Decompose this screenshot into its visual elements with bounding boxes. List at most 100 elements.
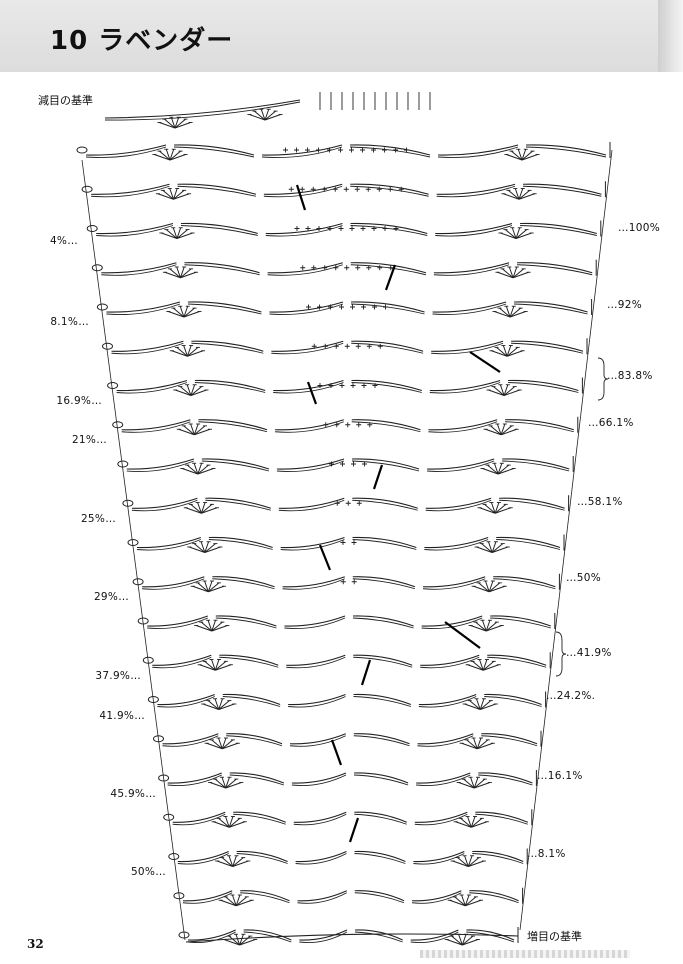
chart-row <box>137 613 556 632</box>
chain-arc <box>282 576 345 588</box>
chart-row <box>102 338 588 357</box>
stitch-stroke <box>490 425 502 436</box>
chart-row <box>107 377 583 396</box>
stitch-stroke <box>207 700 220 710</box>
bottom-foundation-chain <box>185 933 519 943</box>
stitch-stroke <box>229 821 245 828</box>
sc-cross <box>351 579 357 585</box>
sc-cross <box>355 343 361 349</box>
chain-arc <box>265 222 343 235</box>
chain-arc-inner <box>353 656 413 668</box>
chain-arc-inner <box>126 460 195 472</box>
page-edge-shadow <box>658 0 683 72</box>
chain-arc-inner <box>525 146 607 158</box>
sc-cross <box>322 343 328 349</box>
sc-cross <box>338 226 344 231</box>
chain-arc <box>417 733 474 745</box>
chain-arc <box>420 654 480 666</box>
chain-arc-inner <box>222 696 281 707</box>
chain-arc-inner <box>417 735 474 747</box>
chain-arc-inner <box>286 656 346 669</box>
sc-cross <box>366 343 372 349</box>
stitch-stroke <box>260 109 266 121</box>
chain-arc-inner <box>297 892 347 904</box>
stitch-stroke <box>503 384 509 396</box>
decrease-marker <box>348 817 360 843</box>
stitch-stroke <box>203 703 219 710</box>
chain-arc <box>191 340 264 352</box>
stitch-stroke <box>464 703 481 710</box>
stitch-stroke <box>186 464 199 475</box>
stitch-stroke <box>484 503 496 514</box>
chain-arc <box>429 379 501 392</box>
sc-cross <box>321 186 327 192</box>
stitch-stroke <box>169 154 186 161</box>
stitch-stroke <box>214 659 220 671</box>
chain-arc <box>229 772 285 784</box>
decrease-base-label: 減目の基準 <box>38 94 93 107</box>
stitch-stroke <box>170 117 176 129</box>
chart-row <box>117 456 574 475</box>
chain-arc <box>413 850 465 863</box>
sc-cross <box>327 226 333 231</box>
stitch-stroke <box>176 266 181 278</box>
stitch-stroke <box>465 899 482 907</box>
stitch-stroke <box>521 149 527 161</box>
decrease-base-row <box>104 92 431 129</box>
chain-arc <box>351 340 424 352</box>
sc-cross <box>388 265 394 271</box>
chain-arc-inner <box>350 225 428 236</box>
chain-arc-inner <box>243 931 292 943</box>
chain-arc-inner <box>416 774 471 786</box>
stitch-stroke <box>514 188 520 200</box>
chain-arc-inner <box>487 656 547 668</box>
stitch-stroke <box>484 580 490 592</box>
stitch-stroke <box>213 821 230 828</box>
chain-arc <box>350 301 425 313</box>
chain-arc-inner <box>284 617 346 629</box>
stitch-stroke <box>496 423 502 435</box>
chain-arc <box>201 458 270 470</box>
stitch-stroke <box>228 816 234 828</box>
chain-arc-inner <box>111 342 184 355</box>
chain-arc-inner <box>422 578 486 590</box>
row-start-loop <box>102 342 113 350</box>
stitch-stroke <box>218 698 223 710</box>
left-pct-7: 37.9%… <box>95 670 141 682</box>
sc-cross <box>361 383 367 388</box>
chain-arc-inner <box>275 421 344 433</box>
stitch-stroke <box>225 816 230 828</box>
stitch-stroke <box>189 546 205 553</box>
chain-arc <box>275 419 344 431</box>
chain-arc <box>180 222 258 235</box>
right-pct-3: …83.8% <box>607 370 653 382</box>
sc-cross <box>327 147 332 153</box>
chain-arc <box>233 811 286 823</box>
stitch-stroke <box>211 621 223 632</box>
chain-arc-inner <box>354 853 406 864</box>
stitch-stroke <box>228 817 241 828</box>
sc-cross <box>350 383 356 388</box>
chain-arc <box>222 693 281 706</box>
stitch-stroke <box>157 193 174 200</box>
chain-arc <box>433 262 510 274</box>
stitch-stroke <box>200 502 206 514</box>
sc-cross <box>340 461 345 467</box>
sc-cross <box>356 500 362 506</box>
chain-arc-inner <box>233 813 286 825</box>
chain-arc <box>416 772 471 784</box>
right-pct-9: …16.1% <box>537 770 583 782</box>
stitch-stroke <box>180 268 192 279</box>
stitch-stroke <box>176 227 182 239</box>
stitch-stroke <box>183 425 195 436</box>
chart-row <box>76 142 611 161</box>
chain-arc-inner <box>354 813 407 825</box>
stitch-stroke <box>461 894 466 906</box>
stitch-stroke <box>464 896 477 907</box>
chain-arc <box>422 576 486 588</box>
stitch-stroke <box>221 739 234 750</box>
stitch-stroke <box>214 698 220 710</box>
chain-arc <box>167 772 222 784</box>
chain-arc-inner <box>469 892 519 904</box>
stitch-stroke <box>479 700 492 710</box>
